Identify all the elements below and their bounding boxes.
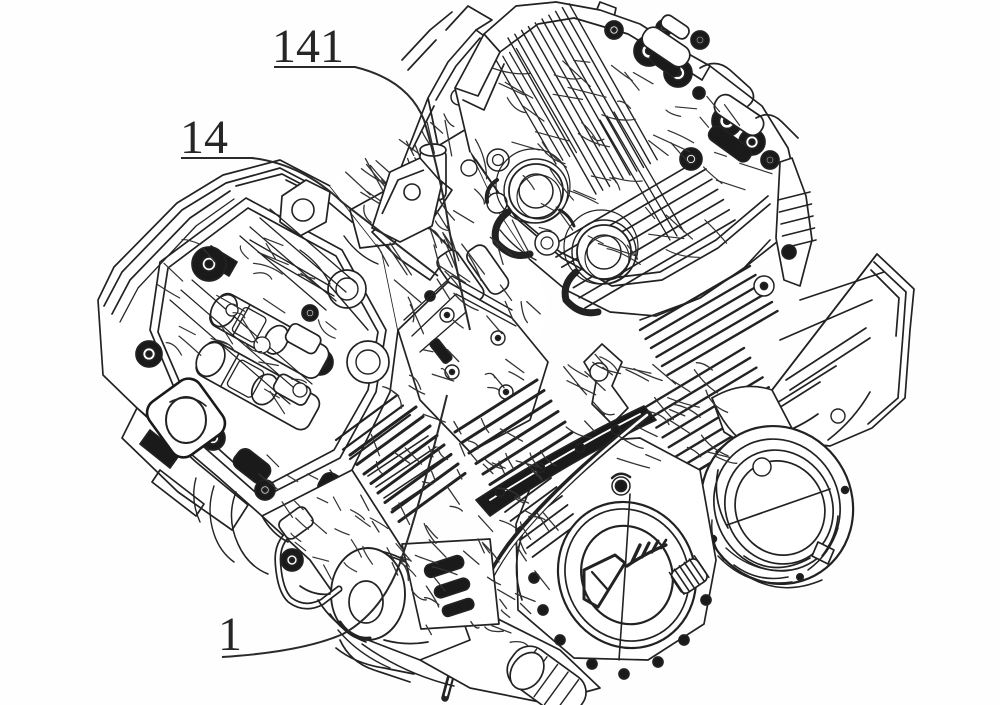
svg-text:1: 1 [218,608,242,661]
svg-text:141: 141 [272,20,344,73]
svg-text:14: 14 [180,111,228,164]
